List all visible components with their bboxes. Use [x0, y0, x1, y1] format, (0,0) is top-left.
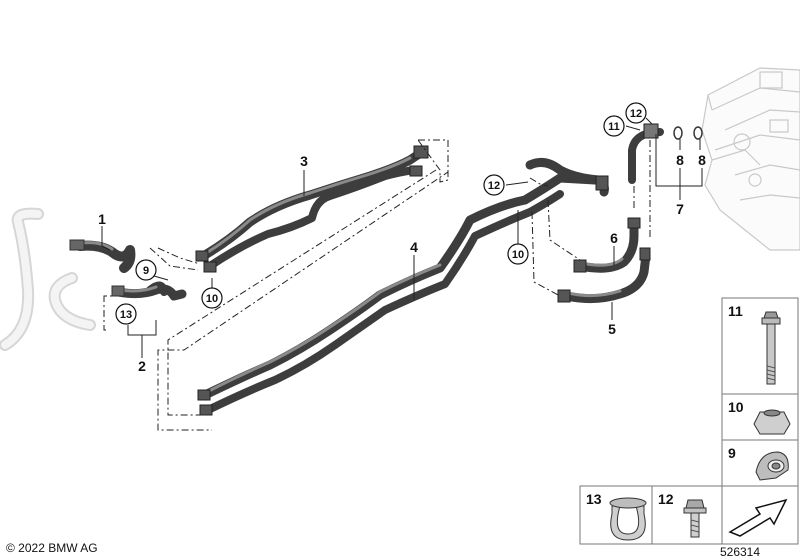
label-6: 6 — [610, 230, 618, 246]
parts-panel-13[interactable]: 13 — [579, 485, 653, 545]
callout-12-upper: 12 — [625, 102, 647, 124]
svg-text:10: 10 — [728, 399, 744, 415]
callout-10-left: 10 — [201, 287, 223, 309]
svg-text:9: 9 — [143, 265, 149, 277]
engine-ghost — [701, 67, 800, 251]
part-4-hose[interactable] — [197, 157, 609, 416]
label-7: 7 — [676, 201, 684, 217]
forward-arrow-icon — [728, 498, 788, 537]
callout-12-middle: 12 — [483, 174, 505, 196]
part-1-hose[interactable] — [69, 239, 136, 273]
svg-text:10: 10 — [512, 249, 524, 261]
part-3-hose-assembly[interactable] — [195, 145, 429, 273]
pipe-elbow-upper[interactable] — [628, 123, 703, 184]
part-6-hose[interactable] — [573, 217, 641, 273]
svg-text:11: 11 — [728, 303, 743, 319]
dashed-group-lines — [103, 139, 651, 431]
parts-panel-10[interactable]: 10 — [721, 393, 799, 441]
parts-panel-arrow[interactable] — [721, 485, 799, 545]
part-5-hose[interactable] — [557, 247, 651, 304]
label-3: 3 — [300, 153, 308, 169]
band-clamp-icon — [609, 497, 647, 541]
label-8b: 8 — [698, 152, 706, 168]
svg-text:13: 13 — [586, 491, 602, 507]
callout-13: 13 — [115, 303, 137, 325]
svg-text:12: 12 — [488, 180, 500, 192]
svg-text:11: 11 — [608, 121, 620, 133]
part-2-hose[interactable] — [111, 281, 187, 301]
ghost-hoses-left — [0, 207, 96, 351]
callout-9: 9 — [135, 259, 157, 281]
parts-panel-9[interactable]: 9 — [721, 439, 799, 487]
svg-text:12: 12 — [630, 108, 642, 120]
label-4: 4 — [410, 239, 418, 255]
bolt-icon — [761, 311, 781, 385]
screw-icon — [683, 499, 707, 538]
hex-nut-icon — [753, 409, 791, 435]
label-2: 2 — [138, 358, 146, 374]
callout-11: 11 — [603, 115, 625, 137]
hose-clip-icon — [755, 451, 789, 481]
svg-text:9: 9 — [728, 445, 736, 461]
diagram-number: 526314 — [720, 545, 760, 559]
svg-text:12: 12 — [658, 491, 674, 507]
parts-panel-12[interactable]: 12 — [651, 485, 723, 545]
copyright-text: © 2022 BMW AG — [6, 541, 98, 555]
callout-10-right: 10 — [507, 243, 529, 265]
svg-text:13: 13 — [120, 309, 132, 321]
label-5: 5 — [608, 321, 616, 337]
label-1: 1 — [98, 211, 106, 227]
label-8a: 8 — [676, 152, 684, 168]
leader-lines — [101, 117, 703, 358]
parts-panel-11[interactable]: 11 — [721, 297, 799, 395]
svg-text:10: 10 — [206, 293, 218, 305]
